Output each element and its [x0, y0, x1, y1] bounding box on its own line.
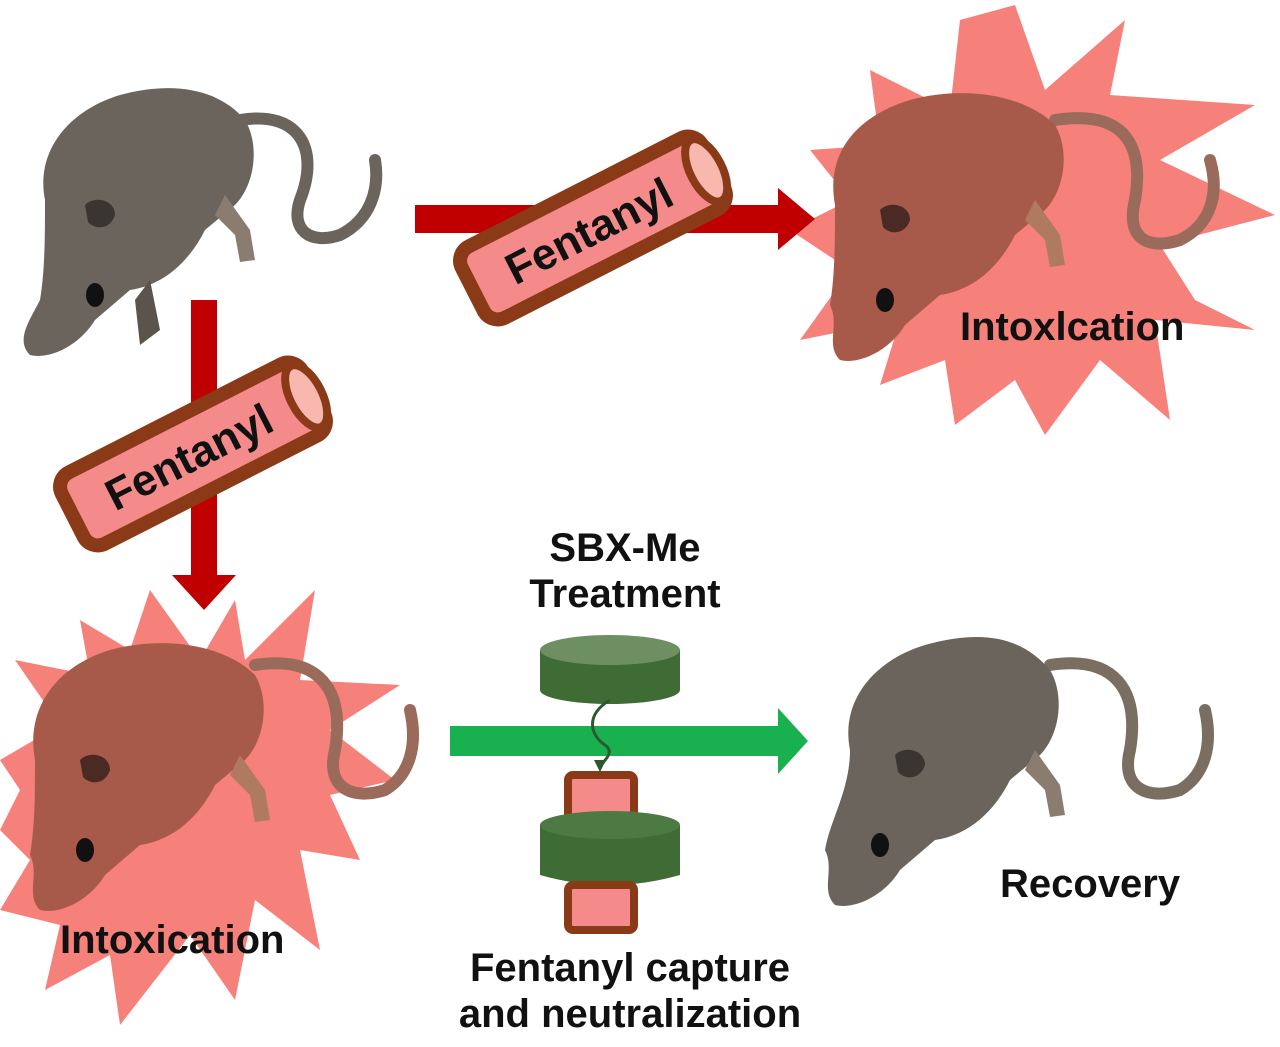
sbx-host-icon	[540, 635, 680, 772]
intoxication-label-top: Intoxlcation	[960, 305, 1185, 349]
fentanyl-capsule-icon-top: Fentanyl	[453, 129, 733, 327]
capture-label: Fentanyl capture and neutralization	[395, 945, 865, 1037]
mouse-icon-intoxicated-bottom	[30, 643, 419, 911]
mouse-icon-intoxicated-top	[830, 93, 1220, 361]
fentanyl-capture-complex-icon	[540, 771, 680, 934]
capture-label-line2: and neutralization	[458, 992, 802, 1036]
fentanyl-capsule-icon-left: Fentanyl	[53, 355, 333, 553]
treatment-label: SBX-Me Treatment	[460, 525, 790, 617]
mouse-icon-recovered	[825, 637, 1214, 906]
treatment-label-line2: Treatment	[529, 572, 721, 616]
arrow-icon-treatment-green	[450, 708, 808, 774]
treatment-label-line1: SBX-Me	[549, 526, 701, 570]
intoxication-label-bottom: Intoxication	[60, 918, 285, 962]
mouse-icon-normal-start	[23, 88, 383, 356]
capture-label-line1: Fentanyl capture	[469, 946, 791, 990]
recovery-label: Recovery	[1000, 862, 1181, 906]
